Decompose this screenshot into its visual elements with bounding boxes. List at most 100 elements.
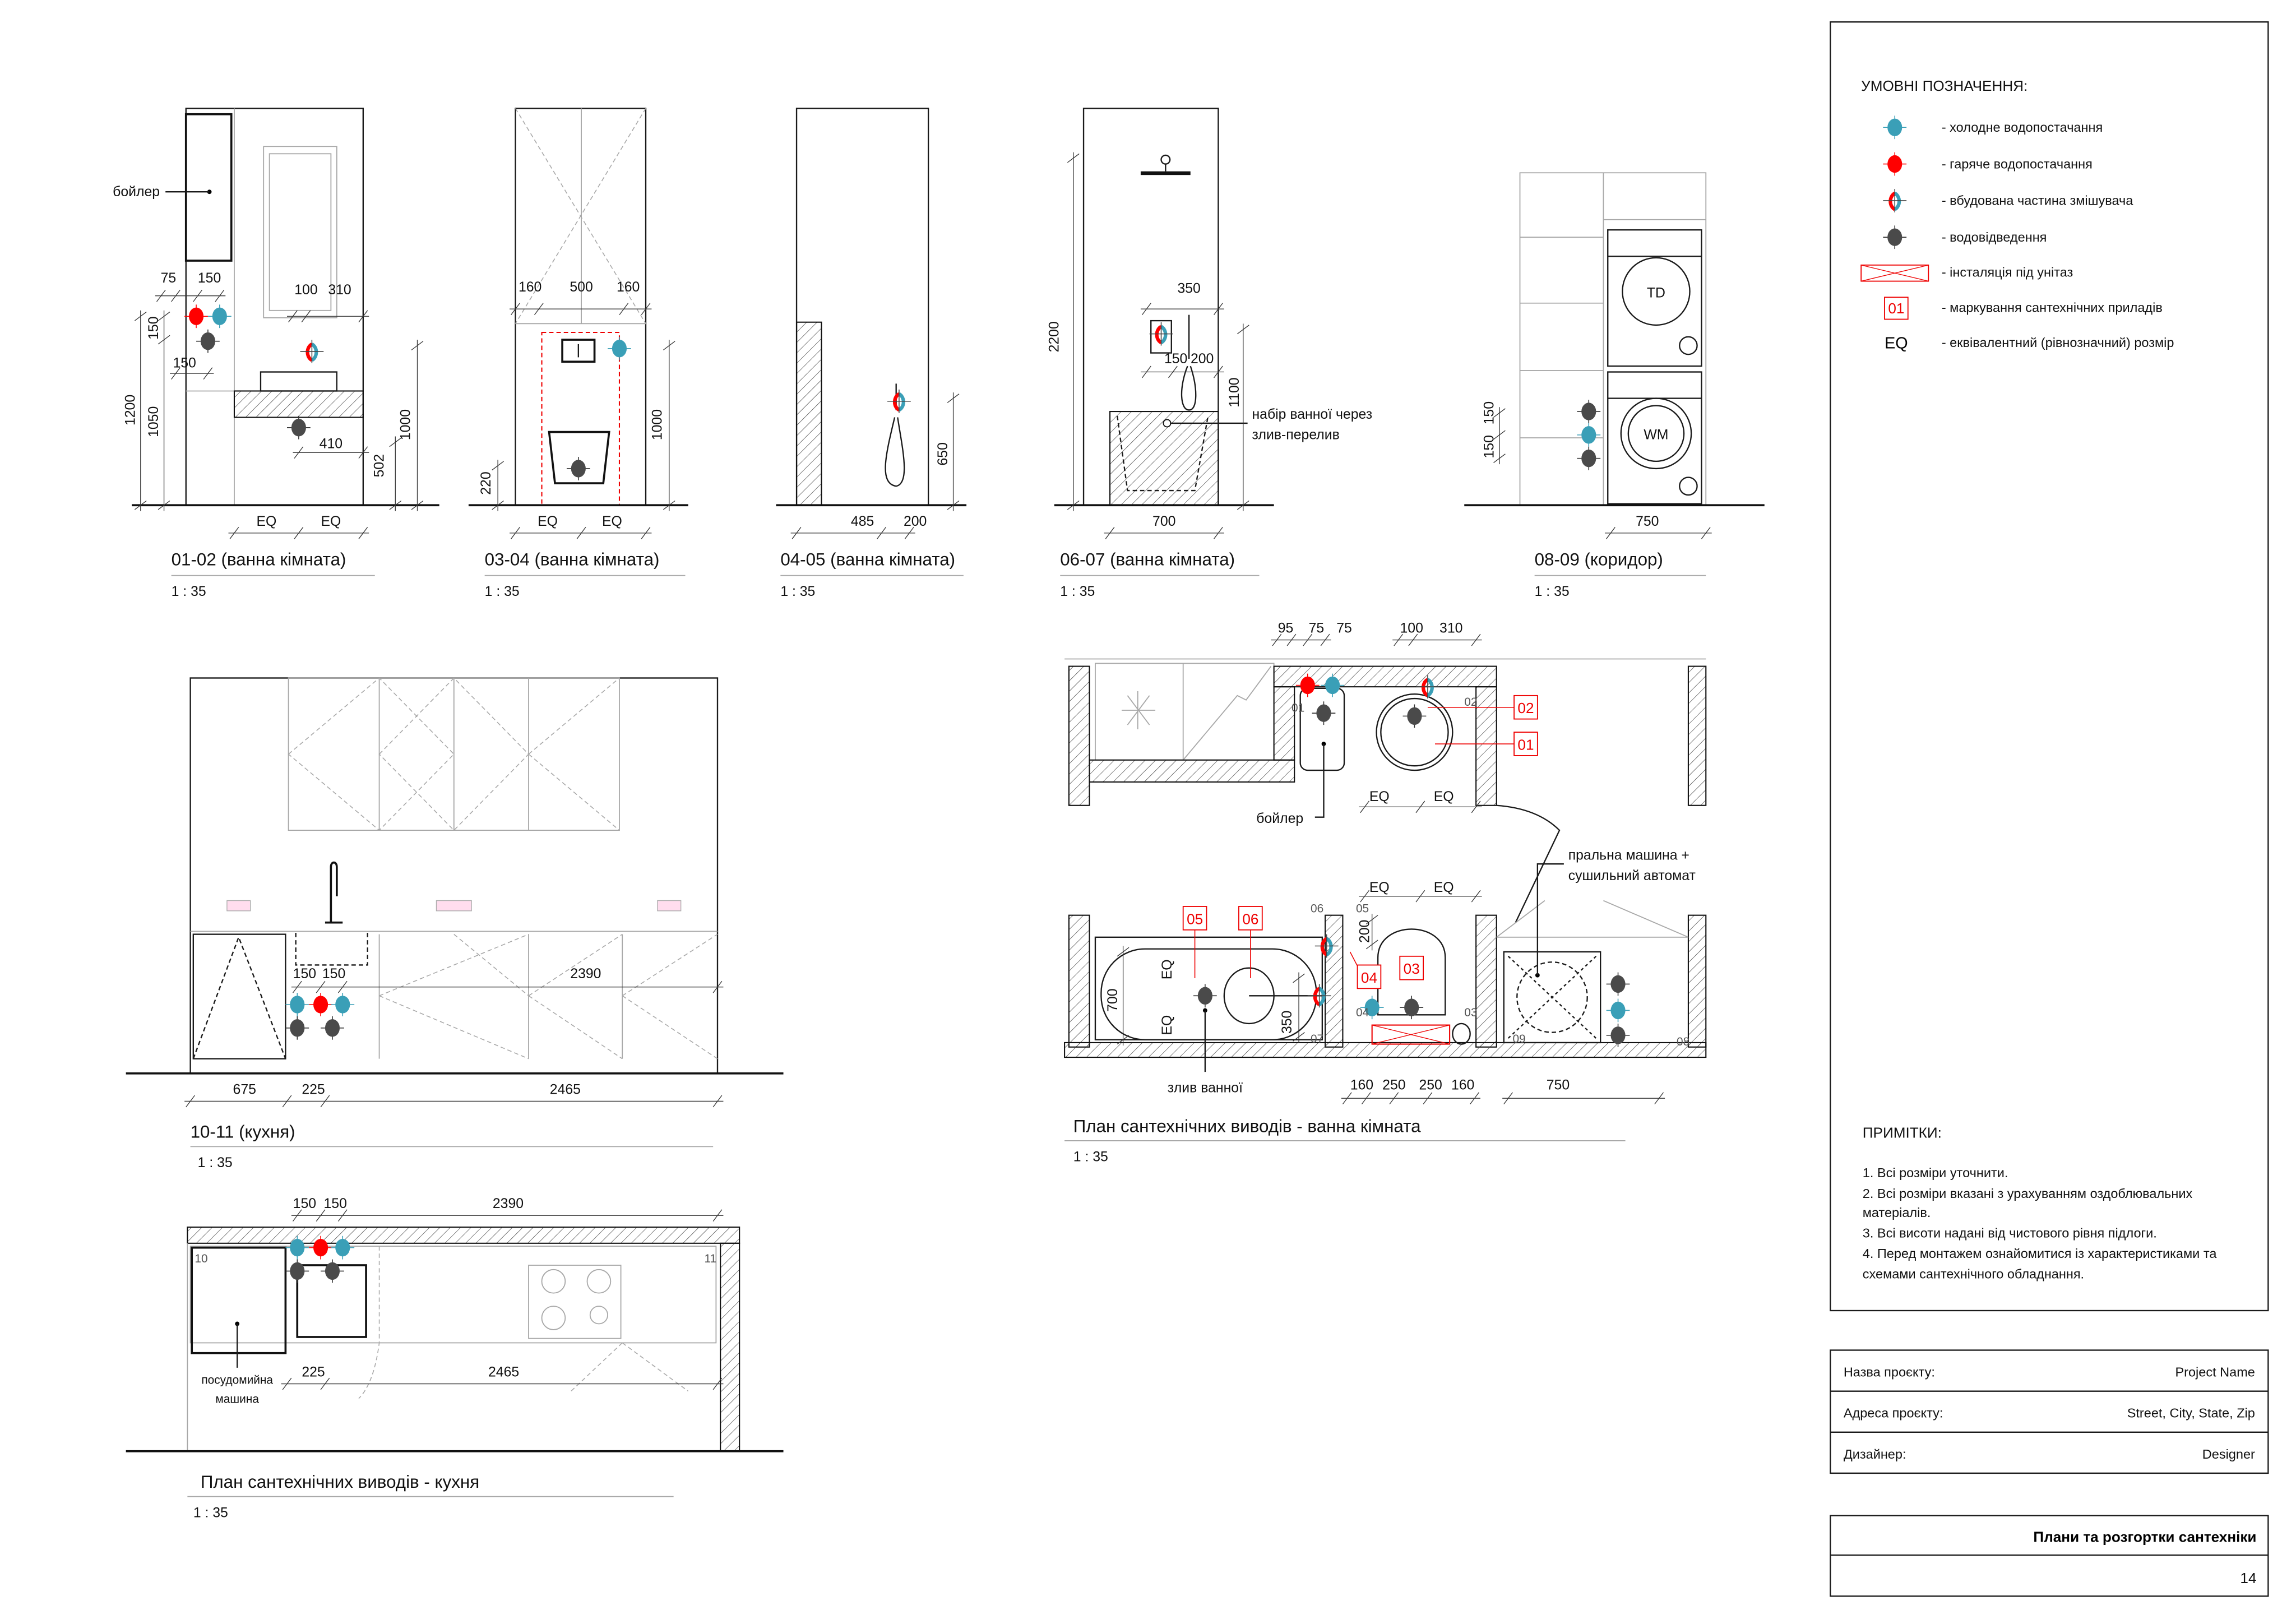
dimension-label: EQ (602, 514, 622, 529)
dimension-tick (877, 527, 886, 539)
dimension-label: 2465 (488, 1365, 519, 1380)
drain-outlet (320, 1259, 345, 1284)
dimension-label: 150 (293, 1196, 316, 1211)
dimension-label: 502 (372, 454, 387, 477)
dimension-tick (1415, 890, 1425, 903)
dimension-tick (1394, 633, 1404, 646)
fixture-tag: 01 (1435, 732, 1538, 756)
tag-box (1513, 732, 1538, 756)
dimension-tick (358, 446, 368, 459)
drain-outlet (1402, 704, 1427, 729)
legend-panel: УМОВНІ ПОЗНАЧЕННЯ: - холодне водопостача… (1830, 21, 2269, 1312)
dimension-label: 675 (233, 1082, 256, 1097)
dimension-tick (282, 1095, 292, 1108)
fixture-tag-text: 01 (1888, 300, 1904, 317)
dimension-tick (1415, 801, 1425, 813)
dimension-tick (511, 303, 520, 316)
legend-label: - еквівалентний (рівнозначний) розмір (1942, 335, 2174, 350)
dimension-tick (511, 527, 520, 539)
drain-outlet (285, 1259, 310, 1284)
drawing-scale: 1 : 35 (1535, 584, 1570, 599)
dimension-label: 700 (1152, 514, 1175, 529)
dimension-tick (294, 527, 304, 539)
toilet-installation (541, 331, 621, 506)
hand-shower (1181, 314, 1197, 411)
dimension-label: 1000 (650, 409, 665, 440)
dimension-tick (158, 500, 170, 510)
dimension-tick (947, 500, 960, 510)
bathroom-plan: бойлер злив ванної пральна машина + суши… (1064, 658, 1707, 1165)
dimension-label: 150 (1164, 351, 1187, 367)
boiler-label: бойлер (1256, 811, 1303, 826)
dimension-label: 250 (1419, 1078, 1442, 1093)
tag-number: 03 (1404, 960, 1420, 977)
dimension-tick (1067, 500, 1080, 510)
flush-plate (561, 339, 596, 363)
drawing-scale: 1 : 35 (780, 584, 815, 599)
sheet-title: Плани та розгортки сантехніки (2033, 1529, 2256, 1546)
cold-water-outlet (330, 992, 355, 1017)
elevation-01-02: бойлер 01-02 (ванна кімната) 1 : 35 (113, 108, 439, 599)
dimension-label: 150 (146, 316, 161, 339)
dimension-tick (215, 289, 225, 302)
tag-number: 04 (1361, 969, 1377, 986)
fixture-tag-icon (1884, 297, 1909, 320)
fixture-tag: 04 (1349, 951, 1382, 989)
sheet-number: 14 (2240, 1570, 2256, 1586)
dimension-label: 160 (617, 280, 640, 295)
dimension-label: 1000 (398, 409, 413, 440)
dimension-label: 1050 (146, 406, 161, 437)
dimension-label: 160 (519, 280, 541, 295)
dimension-label: 225 (302, 1365, 325, 1380)
elevation-06-07: набір ванної через злив-перелив 06-07 (в… (1054, 108, 1372, 599)
dimension-tick (1214, 527, 1223, 539)
dimension-tick (1493, 454, 1506, 464)
dimension-label: EQ (1434, 789, 1454, 804)
dimension-label: 200 (1357, 920, 1372, 943)
fixture-tag: 02 (1427, 695, 1538, 720)
bath-fill-note: злив-перелив (1252, 428, 1339, 443)
washer-label: WM (1644, 428, 1668, 443)
sink-outline (295, 933, 368, 966)
elevation-08-09: TD WM 08-09 (коридор) 1 : 35 (1464, 172, 1765, 599)
door-swing (1496, 804, 1561, 923)
dimension-label: 75 (1336, 621, 1352, 636)
dimension-tick (411, 500, 424, 510)
dimension-label: 2465 (550, 1082, 581, 1097)
fixture-mark: 08 (1677, 1035, 1689, 1048)
dimension-label: 200 (904, 514, 927, 529)
drawing-title: 01-02 (ванна кімната) (172, 549, 346, 569)
dimension-label: 100 (294, 283, 317, 298)
legend-label: - інсталяція під унітаз (1942, 265, 2073, 280)
toilet-installation-icon (1860, 264, 1929, 282)
tag-box (1399, 955, 1424, 980)
dimension-label: 485 (851, 514, 874, 529)
dimension-label: 310 (1439, 621, 1462, 636)
drawing-title: План сантехнічних виводів - ванна кімнат… (1073, 1116, 1421, 1136)
dishwasher-label: машина (215, 1393, 259, 1406)
dimension-tick (156, 289, 166, 302)
toilet-installation (1371, 1024, 1451, 1045)
dimension-tick (1293, 973, 1305, 983)
dimension-label: 225 (302, 1082, 325, 1097)
fixture-tag: 05 (1182, 906, 1207, 978)
dimension-tick (389, 437, 402, 447)
dimension-tick (337, 980, 348, 993)
shower-head-icon (1140, 154, 1191, 175)
dimension-label: 150 (324, 1196, 347, 1211)
dimension-tick (1168, 365, 1178, 378)
drain-outlet (286, 415, 312, 440)
dimension-tick (947, 394, 960, 403)
dimension-label: EQ (1369, 880, 1390, 895)
project-name-label: Назва проєкту: (1844, 1365, 1935, 1380)
dimension-label: 2390 (570, 966, 601, 982)
mixer-outlet (1150, 322, 1173, 346)
dimension-tick (1360, 801, 1369, 813)
dimension-tick (282, 1377, 292, 1390)
dimension-tick (171, 367, 180, 380)
dimension-tick (712, 1095, 723, 1108)
dimension-tick (1303, 633, 1313, 646)
dimension-label: 220 (479, 471, 494, 494)
fixture-mark: 04 (1356, 1006, 1369, 1019)
